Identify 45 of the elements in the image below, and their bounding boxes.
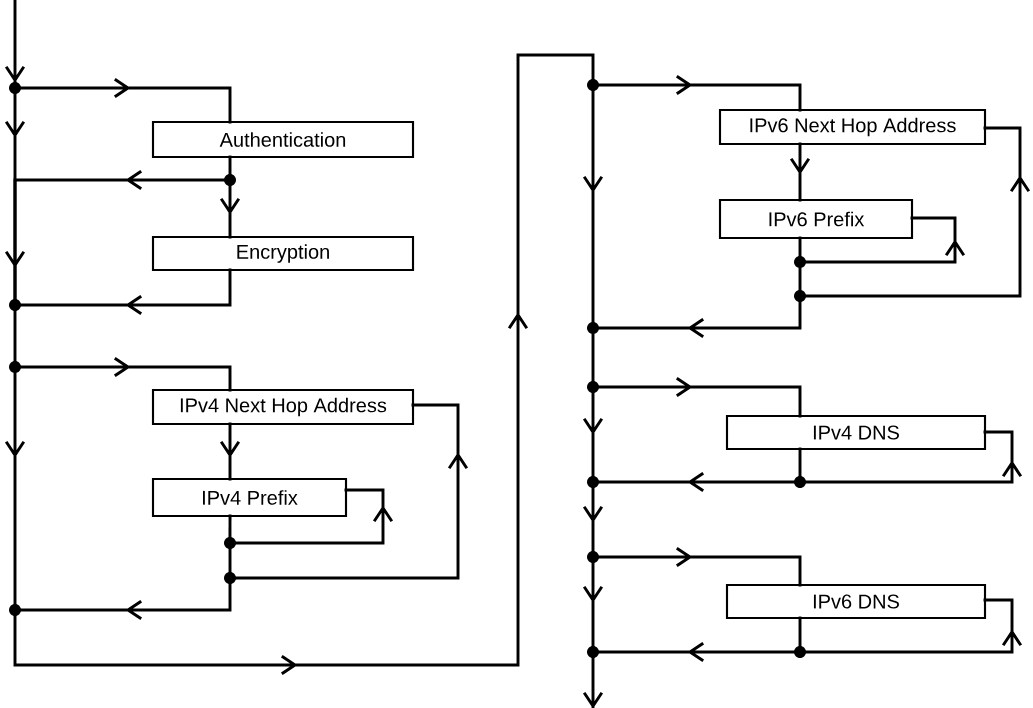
arrow [597, 472, 796, 492]
arrow [19, 357, 232, 392]
arrow [220, 184, 240, 239]
arrow [583, 391, 603, 478]
arrow [19, 78, 232, 124]
connector-line [798, 236, 802, 258]
syntax-box: IPv6 DNS [725, 583, 987, 620]
arrow [234, 403, 468, 580]
arrow [597, 642, 796, 662]
syntax-box: IPv4 DNS [725, 414, 987, 451]
arrow [220, 422, 240, 481]
syntax-box: IPv4 Prefix [151, 477, 348, 518]
arrow [804, 430, 1022, 484]
arrow [597, 300, 802, 338]
arrow [804, 216, 965, 264]
syntax-box: Authentication [151, 120, 415, 159]
arrow [583, 486, 603, 553]
connector-line [228, 155, 232, 176]
connector-line [798, 447, 802, 478]
arrow [583, 89, 603, 324]
syntax-box: IPv6 Next Hop Address [718, 108, 987, 146]
arrow [583, 656, 603, 708]
connector-line [228, 547, 232, 574]
connector-line [13, 309, 17, 363]
connector-line [228, 514, 232, 539]
arrow [597, 377, 802, 418]
syntax-box: IPv6 Prefix [718, 198, 914, 240]
arrow [19, 582, 232, 620]
arrow [804, 126, 1030, 298]
arrow [804, 598, 1022, 654]
connector-line [798, 616, 802, 648]
connector-line [798, 266, 802, 292]
arrow [790, 142, 810, 202]
arrow [597, 547, 802, 587]
arrow [13, 170, 226, 301]
arrow [5, 0, 25, 84]
arrow [13, 53, 595, 675]
syntax-box: IPv4 Next Hop Address [151, 388, 415, 426]
arrow [583, 561, 603, 648]
arrow [5, 371, 25, 606]
arrow [234, 488, 393, 545]
arrow [19, 268, 232, 315]
arrow [597, 75, 802, 112]
syntax-box: Encryption [151, 235, 415, 272]
connector-line [591, 332, 595, 383]
